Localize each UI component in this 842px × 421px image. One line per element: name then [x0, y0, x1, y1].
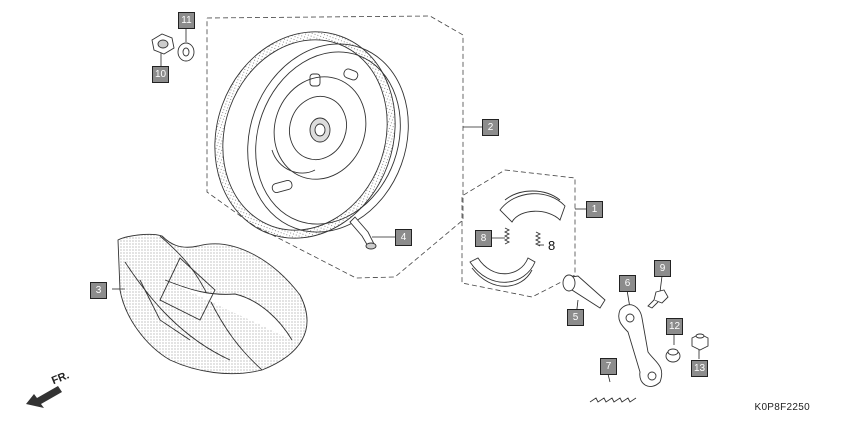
axle-nut: [151, 33, 175, 55]
callout-8: 8: [475, 230, 492, 247]
callout-11: 11: [178, 12, 195, 29]
rear-wheel: [214, 31, 409, 239]
shoe-springs: [503, 227, 542, 247]
callout-8-secondary: 8: [548, 238, 556, 253]
joint-pin: [665, 348, 681, 363]
callout-9: 9: [654, 260, 671, 277]
bolt: [647, 289, 669, 309]
callout-3: 3: [90, 282, 107, 299]
wheel-group-outline: [206, 15, 464, 279]
return-spring: [589, 397, 637, 403]
callout-10: 10: [152, 66, 169, 83]
callout-6: 6: [619, 275, 636, 292]
front-direction-arrow: [26, 386, 62, 408]
washer: [177, 42, 195, 62]
callout-2: 2: [482, 119, 499, 136]
callout-12: 12: [666, 318, 683, 335]
callout-13: 13: [691, 360, 708, 377]
adjusting-nut: [691, 333, 709, 351]
brake-cam: [562, 274, 606, 309]
callout-1: 1: [586, 201, 603, 218]
callout-7: 7: [600, 358, 617, 375]
callout-5: 5: [567, 309, 584, 326]
brake-arm: [618, 304, 663, 387]
air-valve: [349, 216, 377, 250]
drawing-code: K0P8F2250: [754, 402, 810, 413]
callout-4: 4: [395, 229, 412, 246]
rear-tire: [117, 233, 308, 375]
brake-shoes: [469, 190, 566, 287]
